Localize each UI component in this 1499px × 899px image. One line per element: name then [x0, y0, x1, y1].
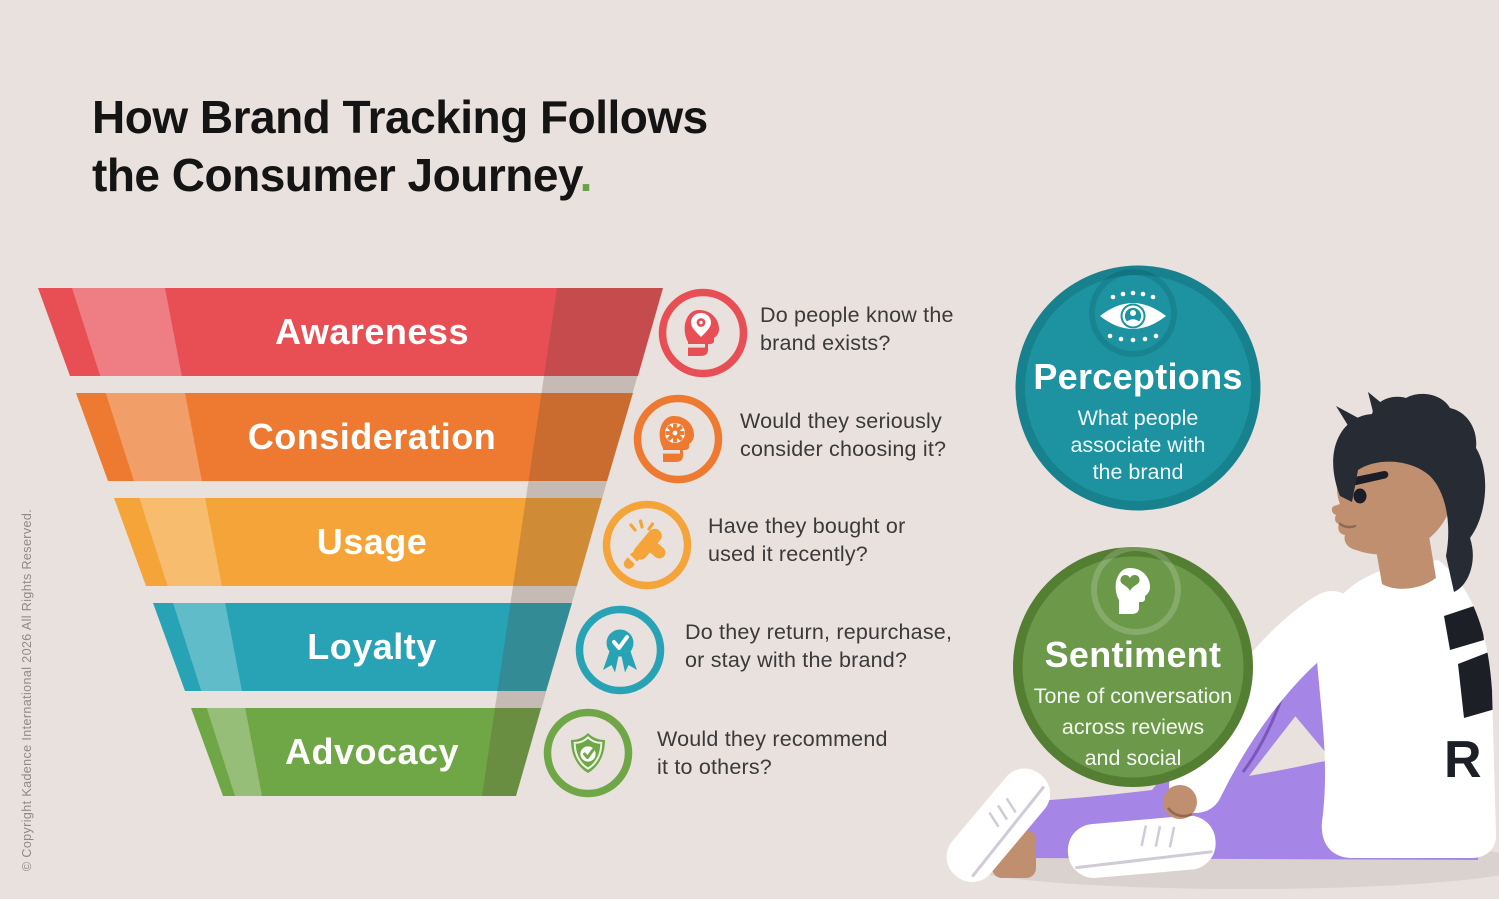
head-heart-icon: [1115, 568, 1150, 614]
title-line-1: How Brand Tracking Follows: [92, 91, 708, 143]
funnel-band-consideration: [76, 393, 633, 481]
sentiment-title: Sentiment: [1044, 634, 1222, 675]
perceptions-bubble: [1015, 265, 1261, 511]
shield-check-icon: [543, 708, 633, 798]
question-awareness: Do people know the brand exists?: [760, 303, 954, 355]
copyright-notice: © Copyright Kadence International 2026 A…: [20, 508, 34, 872]
stage-label-usage: Usage: [316, 521, 428, 562]
stage-label-loyalty: Loyalty: [307, 626, 437, 667]
page-title: How Brand Tracking Follows the Consumer …: [92, 88, 992, 204]
head-gear-icon: [633, 394, 723, 484]
funnel-band-usage: [114, 498, 602, 586]
consumer-journey-funnel: [38, 288, 663, 796]
snap-fingers-icon: [602, 500, 692, 590]
medal-check-icon: [575, 605, 665, 695]
funnel-band-awareness: [38, 288, 663, 376]
title-accent-dot: .: [579, 149, 593, 201]
perceptions-title: Perceptions: [1033, 356, 1243, 397]
hair: [1333, 393, 1486, 592]
stage-label-advocacy: Advocacy: [284, 731, 460, 772]
head-location-pin-icon: [658, 288, 748, 378]
sitting-person-illustration: R: [946, 392, 1499, 889]
question-consideration: Would they seriously consider choosing i…: [740, 409, 947, 461]
left-sneaker: [946, 768, 1051, 883]
question-advocacy: Would they recommend it to others?: [657, 727, 888, 779]
perceptions-description: What people associate with the brand: [1070, 406, 1206, 484]
funnel-shadow-wedge: [482, 288, 663, 796]
eye-person-icon: [1100, 290, 1166, 343]
question-usage: Have they bought or used it recently?: [708, 514, 906, 566]
funnel-band-advocacy: [191, 708, 541, 796]
right-sneaker: [1067, 815, 1216, 879]
shirt-print: R: [1444, 604, 1497, 789]
stage-icons: [543, 288, 748, 798]
title-line-2: the Consumer Journey: [92, 149, 580, 201]
funnel-band-loyalty: [153, 603, 572, 691]
sentiment-bubble: [1013, 545, 1253, 787]
stage-label-awareness: Awareness: [275, 311, 469, 352]
question-loyalty: Do they return, repurchase, or stay with…: [685, 620, 953, 672]
stage-label-consideration: Consideration: [247, 416, 497, 457]
shirt-letter: R: [1444, 731, 1482, 789]
sentiment-description: Tone of conversation across reviews and …: [1033, 684, 1233, 770]
funnel-highlight-wedge: [72, 288, 262, 796]
